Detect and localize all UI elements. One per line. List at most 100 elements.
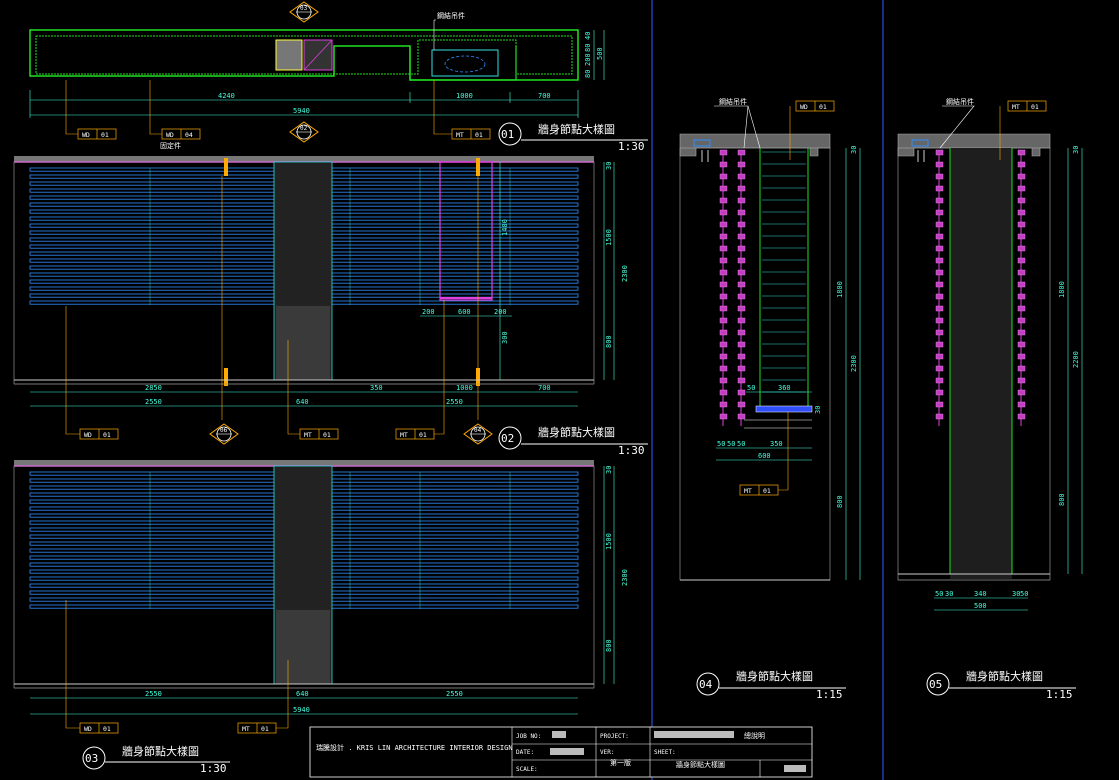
slat-section bbox=[935, 413, 944, 420]
tb-scale-label: SCALE: bbox=[516, 766, 538, 773]
dim-e2-2550: 2550 bbox=[145, 398, 162, 406]
slat-section bbox=[935, 329, 944, 336]
slat-section bbox=[737, 353, 746, 360]
dim-e2-200b: 200 bbox=[494, 308, 507, 316]
svg-text:1:30: 1:30 bbox=[618, 140, 645, 153]
tag-wd-04-plan[interactable]: WD 04 bbox=[161, 128, 201, 140]
tag-mt-01-e3[interactable]: MT 01 bbox=[237, 722, 277, 734]
section-marker-02[interactable]: 02 bbox=[289, 121, 319, 143]
slat-section bbox=[935, 185, 944, 192]
slat-section bbox=[737, 173, 746, 180]
svg-text:01: 01 bbox=[419, 431, 427, 439]
slat-section bbox=[737, 257, 746, 264]
svg-text:01: 01 bbox=[323, 431, 331, 439]
tb-company: 瑞騰設計 . KRIS LIN ARCHITECTURE INTERIOR DE… bbox=[316, 743, 513, 752]
slat-section bbox=[737, 149, 746, 156]
svg-text:1:15: 1:15 bbox=[1046, 688, 1073, 701]
slat-section bbox=[719, 269, 728, 276]
tb-ver-label: VER: bbox=[600, 749, 614, 756]
slat-section bbox=[935, 389, 944, 396]
dim-s5-30c: 30 bbox=[1072, 146, 1080, 154]
svg-text:MT: MT bbox=[744, 487, 752, 495]
slat-section bbox=[719, 353, 728, 360]
dim-e2-350: 350 bbox=[370, 384, 383, 392]
plan-basin bbox=[431, 49, 499, 77]
tag-wd-01-e2[interactable]: WD 01 bbox=[79, 428, 119, 440]
slat-section bbox=[1017, 329, 1026, 336]
dim-e3-640: 640 bbox=[296, 690, 309, 698]
slat-section bbox=[935, 161, 944, 168]
tag-mt-01-e2-b[interactable]: MT 01 bbox=[395, 428, 435, 440]
dim-s5-50: 50 bbox=[935, 590, 943, 598]
slat-section bbox=[737, 233, 746, 240]
dim-s5-1800: 1800 bbox=[1058, 281, 1066, 298]
svg-text:04: 04 bbox=[185, 131, 193, 139]
slat-section bbox=[719, 365, 728, 372]
svg-text:MT: MT bbox=[456, 131, 464, 139]
section-marker-03[interactable]: 03 bbox=[289, 1, 319, 23]
svg-text:02: 02 bbox=[300, 125, 308, 132]
slat-section bbox=[719, 161, 728, 168]
view-title-03: 03 牆身節點大樣圖 1:30 bbox=[82, 744, 230, 775]
dim-e2-2550b: 2550 bbox=[446, 398, 463, 406]
sheet-frame bbox=[651, 0, 884, 780]
svg-text:03: 03 bbox=[85, 752, 98, 765]
dim-s5-30b: 30 bbox=[1012, 590, 1020, 598]
svg-text:01: 01 bbox=[103, 725, 111, 733]
view-title-04: 04 牆身節點大樣圖 1:15 bbox=[696, 669, 846, 701]
slat-section bbox=[719, 389, 728, 396]
slat-section bbox=[935, 149, 944, 156]
slat-section bbox=[1017, 197, 1026, 204]
slat-section bbox=[737, 221, 746, 228]
dim-s4-50b: 50 bbox=[727, 440, 735, 448]
e2-marker-top bbox=[224, 158, 228, 176]
slat-section bbox=[1017, 233, 1026, 240]
plan-note: 鋼結吊件 bbox=[437, 11, 465, 20]
slat-section bbox=[935, 221, 944, 228]
slat-section bbox=[719, 173, 728, 180]
svg-text:WD: WD bbox=[800, 103, 808, 111]
svg-text:1:30: 1:30 bbox=[200, 762, 227, 775]
dim-e2-300: 300 bbox=[501, 331, 509, 344]
svg-text:01: 01 bbox=[763, 487, 771, 495]
slat-section bbox=[935, 305, 944, 312]
tag-wd-01-e3[interactable]: WD 01 bbox=[79, 722, 119, 734]
dim-e2-1000: 1000 bbox=[456, 384, 473, 392]
slat-section bbox=[737, 365, 746, 372]
tag-wd-01-s4[interactable]: WD 01 bbox=[795, 100, 835, 112]
tag-mt-01-s5[interactable]: MT 01 bbox=[1007, 100, 1047, 112]
tag-mt-01-e2-a[interactable]: MT 01 bbox=[299, 428, 339, 440]
dim-e2-800: 800 bbox=[605, 335, 613, 348]
tag-mt-01-s4[interactable]: MT 01 bbox=[739, 484, 779, 496]
tb-sheet-value: 牆身節點大樣圖 bbox=[676, 760, 725, 769]
slat-section bbox=[1017, 149, 1026, 156]
slat-section bbox=[719, 233, 728, 240]
slat-section bbox=[1017, 377, 1026, 384]
slat-section bbox=[737, 197, 746, 204]
svg-text:WD: WD bbox=[84, 725, 92, 733]
svg-text:MT: MT bbox=[304, 431, 312, 439]
slat-section bbox=[737, 341, 746, 348]
tag-wd-01-plan[interactable]: WD 01 bbox=[77, 128, 117, 140]
dim-e3-5940: 5940 bbox=[293, 706, 310, 714]
section-marker-04[interactable]: 04 bbox=[463, 423, 493, 445]
slat-section bbox=[737, 245, 746, 252]
tag-mt-01-plan[interactable]: MT 01 bbox=[451, 128, 491, 140]
slat-section bbox=[1017, 401, 1026, 408]
svg-text:01: 01 bbox=[261, 725, 269, 733]
slat-section bbox=[719, 317, 728, 324]
slat-section bbox=[935, 341, 944, 348]
slat-section bbox=[1017, 317, 1026, 324]
view-03-elevation: 2550 640 2550 5940 30 1500 2300 800 WD 0… bbox=[13, 460, 629, 775]
s5-stone-core bbox=[950, 148, 1012, 580]
svg-text:01: 01 bbox=[475, 131, 483, 139]
dim-e2-30: 30 bbox=[605, 162, 613, 170]
svg-text:WD: WD bbox=[166, 131, 174, 139]
svg-text:MT: MT bbox=[400, 431, 408, 439]
dim-e2-1500: 1500 bbox=[605, 229, 613, 246]
plan-note-2: 固定件 bbox=[160, 141, 181, 150]
section-marker-06[interactable]: 06 bbox=[209, 423, 239, 445]
slat-section bbox=[1017, 353, 1026, 360]
dim-e2-640: 640 bbox=[296, 398, 309, 406]
slat-section bbox=[737, 305, 746, 312]
